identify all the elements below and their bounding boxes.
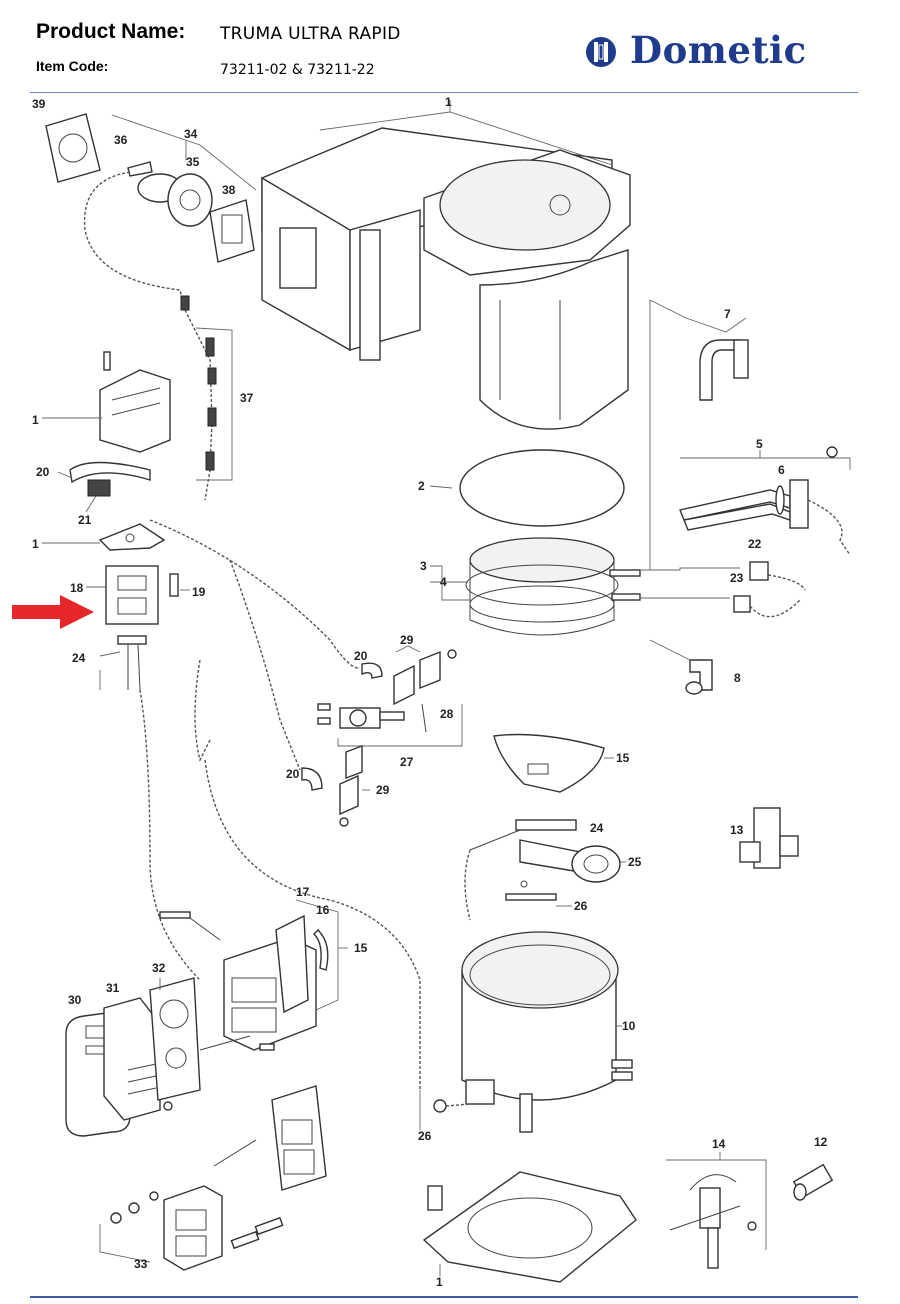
part-8-elbow: [685, 659, 713, 695]
part-29-brackets: [393, 649, 457, 706]
callout-3: 3: [420, 559, 427, 573]
bottom-base-plate: [422, 1171, 637, 1283]
callout-16: 16: [316, 903, 330, 917]
callout-6: 6: [778, 463, 785, 477]
callout-8: 8: [734, 671, 741, 685]
part-31-frame: [103, 997, 161, 1121]
callout-35: 35: [186, 155, 200, 169]
part-20-lower-hose: [301, 767, 323, 791]
part-6-seal: [775, 485, 785, 515]
part-7-elbow: [699, 339, 749, 401]
part-34-35-fan: [137, 173, 213, 227]
callout-19: 19: [192, 585, 206, 599]
item-code-value: 73211-02 & 73211-22: [220, 62, 375, 78]
part-15-burner-bracket: [493, 733, 605, 793]
callout-26-b: 26: [418, 1129, 432, 1143]
callout-1-left-a: 1: [32, 413, 39, 427]
exploded-parts-diagram: 1 39 36 34 35 38 37 1 20 21 1 18 19 24 7…: [12, 96, 851, 1289]
part-24-burner-electrode: [469, 819, 577, 851]
left-bracket-part: [98, 523, 166, 551]
part-13-tee: [739, 807, 799, 869]
part-mounting-frame: [271, 1085, 327, 1191]
callout-20-c: 20: [286, 767, 300, 781]
callout-37: 37: [240, 391, 254, 405]
callout-38: 38: [222, 183, 236, 197]
callout-28: 28: [440, 707, 454, 721]
callout-24-a: 24: [72, 651, 86, 665]
callout-29-b: 29: [376, 783, 390, 797]
callout-4: 4: [440, 575, 447, 589]
header-divider: [30, 92, 858, 93]
part-12-connector: [792, 1163, 834, 1201]
part-21-harness: [69, 461, 151, 497]
callout-34: 34: [184, 127, 198, 141]
callout-33: 33: [134, 1257, 148, 1271]
callout-31: 31: [106, 981, 120, 995]
callout-32: 32: [152, 961, 166, 975]
part-24-left-electrode: [117, 635, 147, 691]
callout-20-b: 20: [354, 649, 368, 663]
part-26-ignitor: [505, 880, 557, 901]
callout-29-a: 29: [400, 633, 414, 647]
part-26-lower-sensor: [433, 1099, 471, 1113]
part-38-plate: [209, 199, 255, 263]
callout-7: 7: [724, 307, 731, 321]
callout-22: 22: [748, 537, 762, 551]
callout-2: 2: [418, 479, 425, 493]
left-cover-part: [99, 351, 171, 453]
part-27-valve: [317, 703, 405, 729]
brand-name: Dometic: [630, 28, 807, 72]
part-19-fuse: [169, 573, 179, 597]
highlight-arrow-icon: [12, 595, 94, 629]
part-22-23-thermostat: [733, 561, 806, 618]
part-33-bracket: [110, 1185, 223, 1271]
callout-1-top: 1: [445, 96, 452, 109]
part-sensor-rod: [159, 911, 221, 941]
callout-1-left-b: 1: [32, 537, 39, 551]
callout-27: 27: [400, 755, 414, 769]
part-32-gasket: [149, 977, 201, 1101]
part-10-water-tank: [461, 931, 633, 1133]
callout-25: 25: [628, 855, 642, 869]
callout-14: 14: [712, 1137, 726, 1151]
callout-26-a: 26: [574, 899, 588, 913]
part-16-seal: [313, 929, 329, 971]
part-39: [45, 113, 101, 183]
part-5-heating-element: [679, 479, 809, 531]
part-29-lower-brackets: [339, 744, 363, 827]
product-name-value: TRUMA ULTRA RAPID: [220, 24, 401, 44]
part-3-4-heat-exchanger: [459, 449, 641, 636]
callout-36: 36: [114, 133, 128, 147]
outer-housing-part: [261, 127, 631, 430]
part-17-combustion-chamber: [223, 914, 317, 1051]
callout-23: 23: [730, 571, 744, 585]
footer-divider: [30, 1296, 858, 1298]
part-18-control-board: [105, 565, 159, 625]
callout-39: 39: [32, 97, 46, 111]
callout-20-a: 20: [36, 465, 50, 479]
callout-12: 12: [814, 1135, 828, 1149]
part-25-burner: [519, 839, 621, 883]
callout-15-b: 15: [354, 941, 368, 955]
product-name-label: Product Name:: [36, 20, 186, 43]
callout-30: 30: [68, 993, 82, 1007]
callout-10: 10: [622, 1019, 636, 1033]
dometic-logo-icon: [586, 37, 616, 67]
part-20-hose: [361, 662, 383, 679]
part-connector-pins: [230, 1216, 284, 1250]
callout-5: 5: [756, 437, 763, 451]
callout-18: 18: [70, 581, 84, 595]
part-14-drain-valve: [669, 1174, 757, 1269]
callout-24-b: 24: [590, 821, 604, 835]
part-36-sensor: [127, 161, 153, 177]
part-37-connectors: [180, 295, 217, 471]
callout-17: 17: [296, 885, 310, 899]
item-code-label: Item Code:: [36, 58, 109, 74]
callout-15-a: 15: [616, 751, 630, 765]
callout-21: 21: [78, 513, 92, 527]
callout-13: 13: [730, 823, 744, 837]
callout-1-bottom: 1: [436, 1275, 443, 1289]
